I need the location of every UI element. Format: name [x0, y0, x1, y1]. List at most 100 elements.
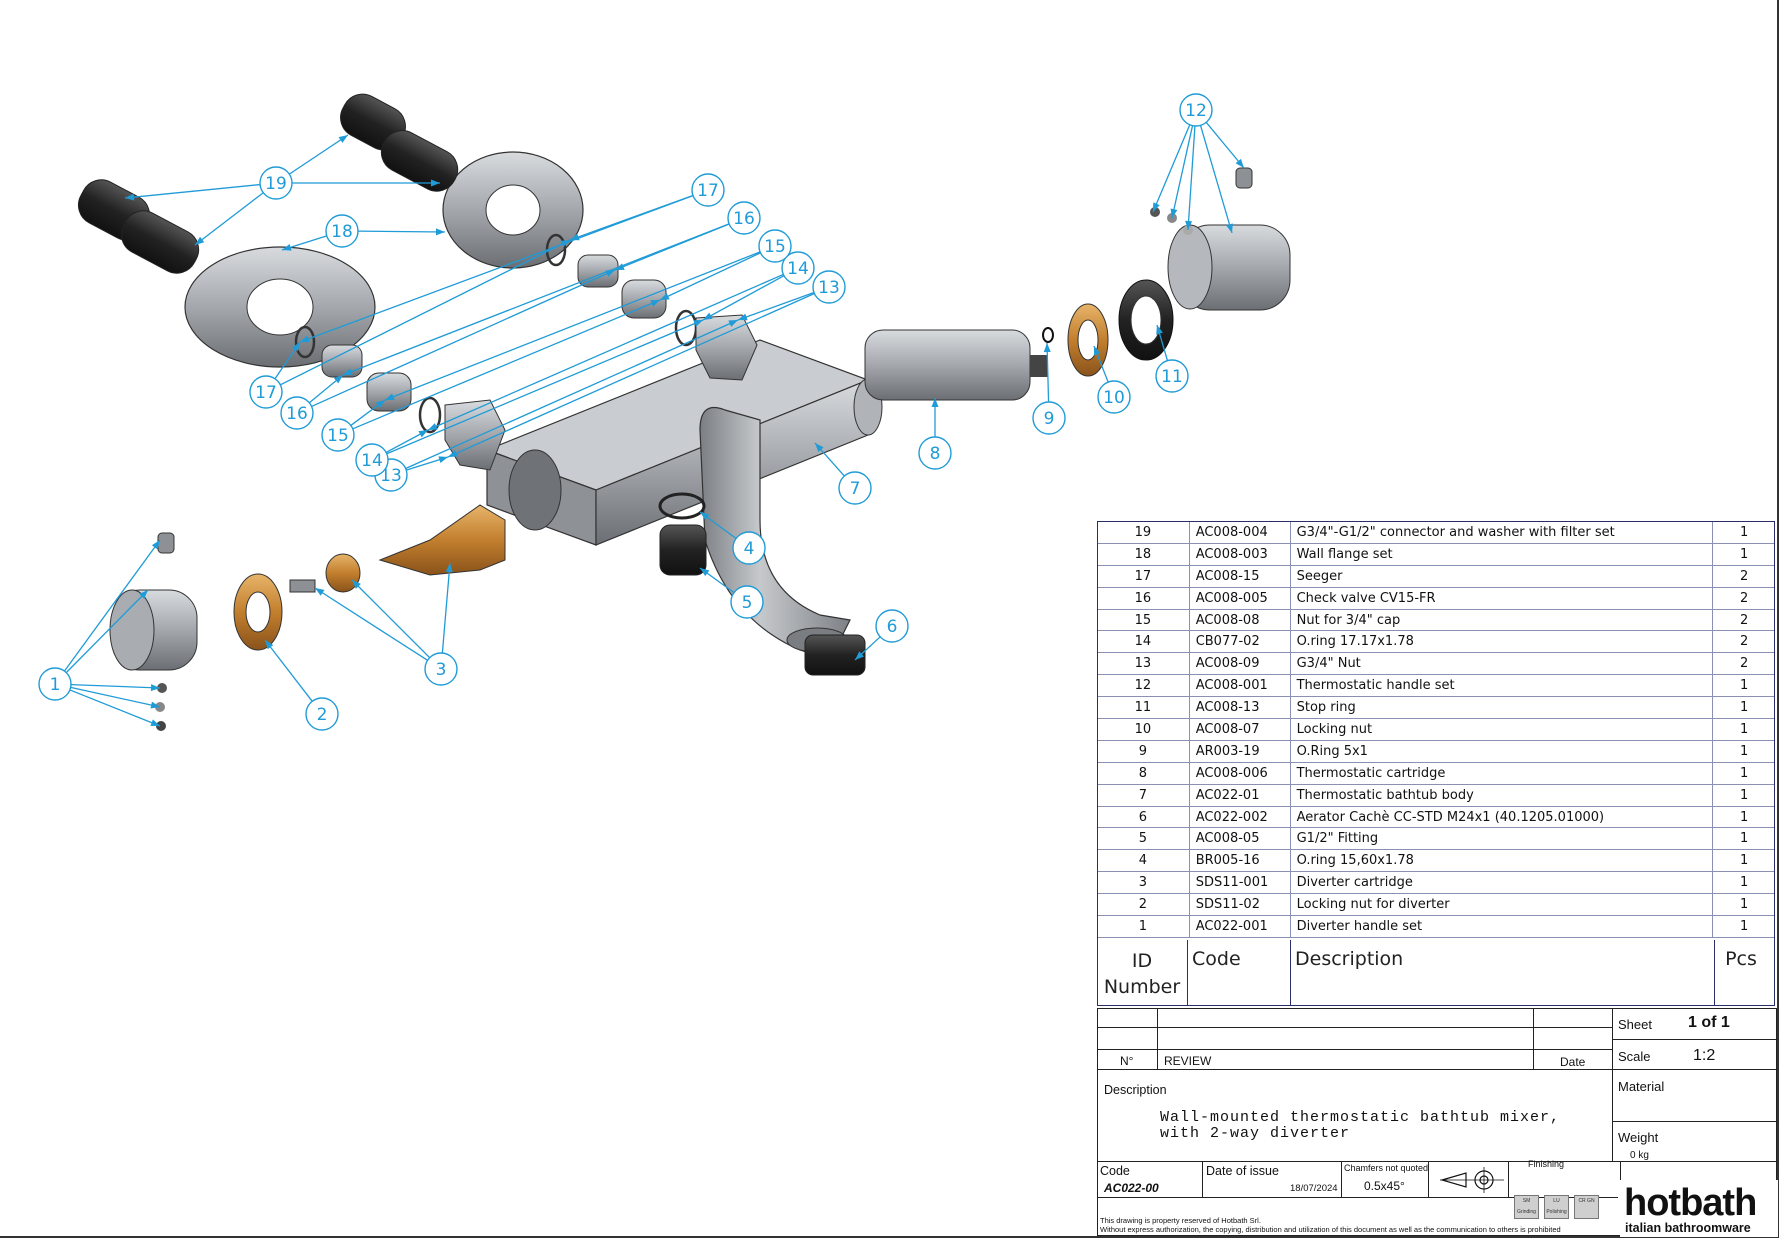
balloon-number: 7	[850, 479, 861, 499]
description-line-2: with 2-way diverter	[1160, 1125, 1351, 1142]
leader-arrow-17	[560, 240, 570, 248]
bom-pcs: 1	[1712, 740, 1775, 763]
bom-id: 8	[1097, 762, 1190, 785]
bom-header: ID Number Code Description Pcs	[1097, 940, 1775, 1006]
balloon-number: 1	[50, 675, 61, 695]
leader-line-15	[659, 252, 761, 301]
balloon-14: 14	[781, 251, 815, 285]
balloon-number: 2	[317, 705, 328, 725]
scale-label: Scale	[1618, 1049, 1651, 1064]
finishing-option-cr-gn: CR GN	[1574, 1195, 1599, 1219]
wall-flange-parts	[184, 151, 584, 368]
leader-arrow-3	[315, 588, 325, 596]
balloon-8: 8	[918, 436, 952, 470]
leader-line-2	[264, 639, 313, 702]
leader-line-9	[1046, 342, 1050, 403]
leader-arrow-8	[931, 398, 939, 407]
bom-code: AR003-19	[1189, 740, 1291, 763]
balloon-11: 11	[1155, 359, 1189, 393]
bom-id: 13	[1097, 652, 1190, 676]
header-id-number: ID Number	[1103, 950, 1181, 998]
balloon-number: 15	[327, 426, 349, 446]
leader-arrow-16	[343, 368, 353, 375]
leader-line-1	[70, 686, 161, 708]
bom-description: O.ring 15,60x1.78	[1290, 849, 1714, 873]
balloon-number: 14	[787, 259, 809, 279]
projection-symbol-icon	[1440, 1167, 1504, 1193]
leader-line-15	[352, 299, 661, 430]
leader-arrow-1	[150, 684, 160, 692]
bom-pcs: 1	[1712, 893, 1775, 917]
leader-line-19	[194, 192, 264, 246]
hotbath-logo: hotbath italian bathroomware	[1620, 1180, 1778, 1237]
leader-arrow-1	[150, 701, 160, 709]
bom-id: 2	[1097, 893, 1190, 917]
leader-arrow-12	[1235, 158, 1244, 168]
footer-line-1: This drawing is property reserved of Hot…	[1100, 1216, 1261, 1225]
bom-code: SDS11-02	[1189, 893, 1291, 917]
balloon-14: 14	[355, 443, 389, 477]
title-block: Sheet 1 of 1 Scale 1:2 Material Weight 0…	[1097, 1008, 1778, 1237]
leader-arrow-1	[139, 590, 148, 599]
bom-description: G3/4" Nut	[1290, 652, 1714, 676]
bom-description: Aerator Cachè CC-STD M24x1 (40.1205.0100…	[1290, 806, 1714, 829]
bom-pcs: 1	[1712, 915, 1775, 938]
balloon-number: 12	[1185, 101, 1207, 121]
leader-line-12	[1152, 124, 1191, 213]
leader-line-14	[427, 273, 784, 431]
balloon-number: 11	[1161, 367, 1183, 387]
balloon-number: 9	[1044, 409, 1055, 429]
header-pcs: Pcs	[1725, 948, 1757, 970]
date-issue-value: 18/07/2024	[1290, 1183, 1338, 1194]
leader-line-16	[342, 223, 730, 376]
leader-arrow-15	[660, 293, 670, 300]
leader-arrow-19	[125, 193, 135, 201]
balloon-18: 18	[325, 214, 359, 248]
leader-line-19	[124, 183, 261, 199]
leader-line-1	[65, 589, 149, 674]
bom-description: O.Ring 5x1	[1290, 740, 1714, 763]
bom-pcs: 1	[1712, 718, 1775, 741]
bom-id: 16	[1097, 587, 1190, 610]
bom-code: SDS11-001	[1189, 871, 1291, 895]
balloon-number: 19	[265, 174, 287, 194]
bom-description: Nut for 3/4" cap	[1290, 609, 1714, 632]
balloon-17: 17	[249, 375, 283, 409]
bom-description: G1/2" Fitting	[1290, 827, 1714, 851]
leader-line-3	[441, 562, 451, 654]
leader-arrow-3	[352, 580, 361, 589]
balloon-number: 10	[1103, 388, 1125, 408]
leader-arrow-12	[1170, 208, 1178, 218]
bom-code: AC008-004	[1189, 522, 1291, 544]
date-issue-label: Date of issue	[1206, 1164, 1279, 1178]
leader-line-3	[351, 579, 431, 659]
bom-description: Thermostatic bathtub body	[1290, 784, 1714, 807]
description-label: Description	[1104, 1083, 1167, 1097]
balloon-1: 1	[38, 667, 72, 701]
logo-wordmark: hotbath	[1624, 1182, 1757, 1224]
scale-value: 1:2	[1693, 1047, 1716, 1064]
balloon-number: 13	[380, 466, 402, 486]
bom-id: 9	[1097, 740, 1190, 763]
leader-arrow-19	[338, 135, 348, 143]
bom-pcs: 1	[1712, 827, 1775, 851]
balloon-16: 16	[280, 396, 314, 430]
leader-arrow-14	[418, 430, 428, 438]
leader-arrow-17	[300, 335, 310, 343]
balloon-number: 17	[255, 383, 277, 403]
leader-line-14	[702, 275, 785, 321]
balloon-17: 17	[691, 173, 725, 207]
bom-id: 17	[1097, 565, 1190, 588]
chamfers-value: 0.5x45°	[1364, 1179, 1405, 1193]
weight-label: Weight	[1618, 1130, 1659, 1145]
leader-line-13	[447, 292, 815, 458]
bom-code: AC008-07	[1189, 718, 1291, 741]
leader-arrow-15	[650, 300, 660, 307]
sheet-border-bottom	[0, 1236, 1779, 1238]
leader-arrow-6	[855, 651, 864, 660]
